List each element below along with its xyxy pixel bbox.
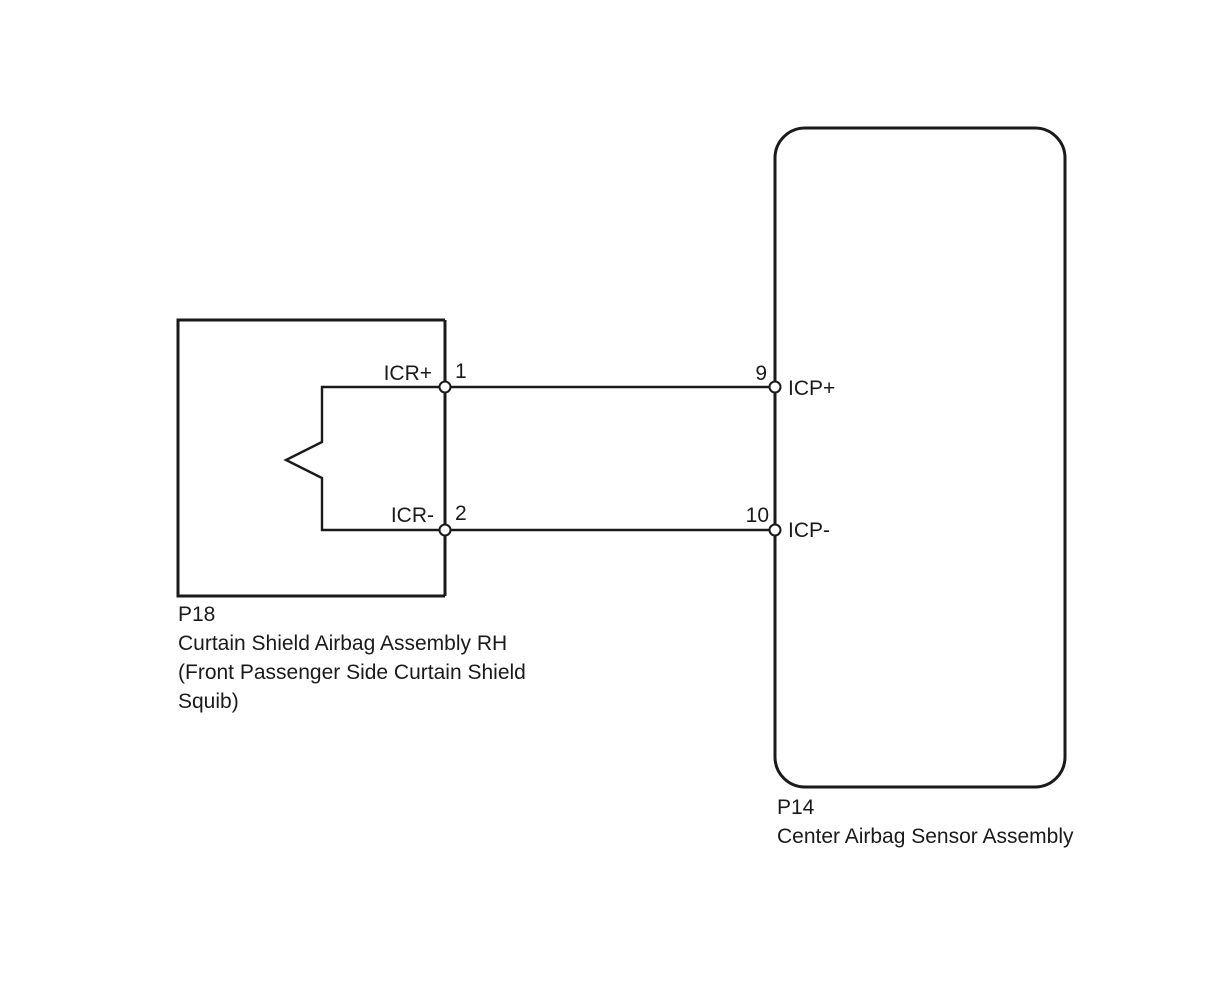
- pin-signal-icr-plus: ICR+: [384, 362, 432, 385]
- squib-assembly-name-line-1: Curtain Shield Airbag Assembly RH: [178, 632, 507, 655]
- terminal-p14-pin-10: [768, 523, 782, 537]
- pin-signal-icp-plus: ICP+: [788, 377, 835, 400]
- sensor-assembly-box: [773, 126, 1067, 789]
- squib-assembly-name-line-2: (Front Passenger Side Curtain Shield: [178, 661, 526, 684]
- squib-resistor-symbol: [283, 385, 445, 532]
- sensor-connector-id: P14: [777, 796, 815, 819]
- pin-signal-icr-minus: ICR-: [391, 504, 434, 527]
- pin-number-9: 9: [755, 362, 767, 385]
- squib-assembly-name-line-3: Squib): [178, 690, 239, 713]
- terminal-p18-pin-1: [438, 380, 452, 394]
- pin-number-1: 1: [455, 360, 467, 383]
- pin-number-10: 10: [746, 504, 769, 527]
- squib-connector-id: P18: [178, 603, 215, 626]
- terminal-p18-pin-2: [438, 523, 452, 537]
- sensor-assembly-name: Center Airbag Sensor Assembly: [777, 825, 1074, 848]
- squib-assembly-box: [176, 318, 445, 598]
- pin-number-2: 2: [455, 502, 467, 525]
- pin-signal-icp-minus: ICP-: [788, 519, 830, 542]
- terminal-p14-pin-9: [768, 380, 782, 394]
